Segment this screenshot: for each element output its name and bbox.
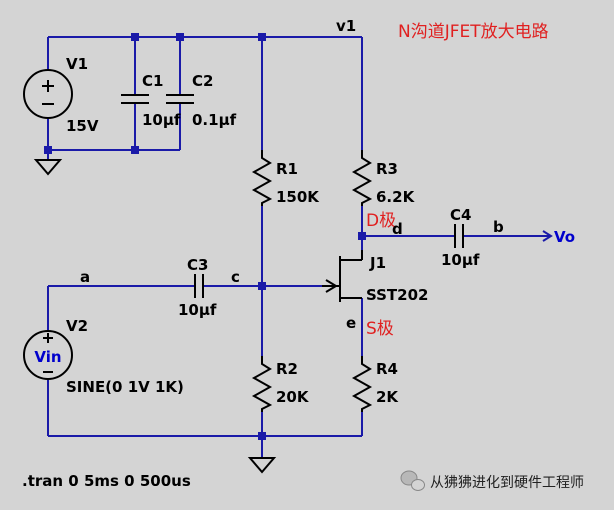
net-label-v1: v1	[336, 17, 356, 35]
resistor-zigzag	[351, 356, 373, 412]
r2-name: R2	[276, 360, 298, 378]
resistor-zigzag	[251, 150, 273, 206]
c4-name: C4	[450, 206, 471, 224]
voltage-source-v2-symbol	[23, 330, 73, 380]
v2-name: V2	[66, 317, 88, 335]
v2-value: SINE(0 1V 1K)	[66, 378, 184, 396]
net-label-b: b	[493, 218, 504, 236]
v2-symbol-label: Vin	[34, 348, 61, 366]
junction-dot	[131, 33, 139, 41]
r3-name: R3	[376, 160, 398, 178]
ground-main-symbol	[247, 457, 277, 474]
r3-value: 6.2K	[376, 188, 416, 206]
output-label: Vo	[554, 228, 575, 246]
wechat-bubble-small	[411, 479, 425, 491]
junction-dot	[44, 146, 52, 154]
source-v1	[23, 69, 73, 119]
capacitor-c1	[121, 94, 149, 104]
junction-dot	[176, 33, 184, 41]
resistor-r1	[251, 150, 273, 206]
labels: N沟道JFET放大电路 v1 V1 15V C1 10µf C2 0.1µf R…	[22, 17, 575, 490]
ground-v1-symbol	[33, 159, 63, 176]
capacitor-c2	[166, 94, 194, 104]
junction-dot	[131, 146, 139, 154]
drain-pin-label: D极	[366, 211, 396, 231]
net-label-c: c	[231, 268, 240, 286]
resistor-r2	[251, 356, 273, 412]
capacitor-c3	[194, 274, 204, 298]
resistor-zigzag	[351, 150, 373, 206]
c1-value: 10µf	[142, 111, 181, 129]
wechat-icon	[400, 470, 425, 491]
c2-value: 0.1µf	[192, 111, 237, 129]
net-label-d: d	[392, 220, 403, 238]
resistor-zigzag	[251, 356, 273, 412]
net-label-e: e	[346, 314, 356, 332]
diagram-title: N沟道JFET放大电路	[398, 22, 549, 42]
junction-dot	[258, 432, 266, 440]
capacitor-c4	[454, 224, 464, 248]
r4-name: R4	[376, 360, 398, 378]
j1-name: J1	[369, 254, 386, 272]
v1-value: 15V	[66, 117, 99, 135]
ground-icon	[247, 457, 277, 474]
junction-dot	[358, 232, 366, 240]
j1-value: SST202	[366, 286, 428, 304]
resistor-r4	[351, 356, 373, 412]
r1-name: R1	[276, 160, 298, 178]
watermark: 从狒狒进化到硬件工程师	[400, 470, 584, 491]
r2-value: 20K	[276, 388, 310, 406]
net-label-a: a	[80, 268, 90, 286]
jfet-j1	[322, 250, 363, 302]
r4-value: 2K	[376, 388, 399, 406]
source-v2: Vin	[23, 330, 73, 380]
spice-directive: .tran 0 5ms 0 500us	[22, 472, 191, 490]
junction-dot	[258, 282, 266, 290]
r1-value: 150K	[276, 188, 320, 206]
wires	[47, 36, 550, 458]
c1-name: C1	[142, 72, 163, 90]
voltage-source-v1-symbol	[23, 69, 73, 119]
output-arrow-icon	[542, 230, 553, 242]
watermark-text: 从狒狒进化到硬件工程师	[430, 475, 584, 491]
ground-icon	[33, 159, 63, 176]
junction-dot	[258, 33, 266, 41]
c4-value: 10µf	[441, 251, 480, 269]
junctions	[44, 33, 366, 440]
v1-name: V1	[66, 55, 88, 73]
c3-name: C3	[187, 256, 208, 274]
c2-name: C2	[192, 72, 213, 90]
gate-arrow-icon	[325, 279, 338, 293]
c3-value: 10µf	[178, 301, 217, 319]
resistor-r3	[351, 150, 373, 206]
source-pin-label: S极	[366, 319, 394, 339]
